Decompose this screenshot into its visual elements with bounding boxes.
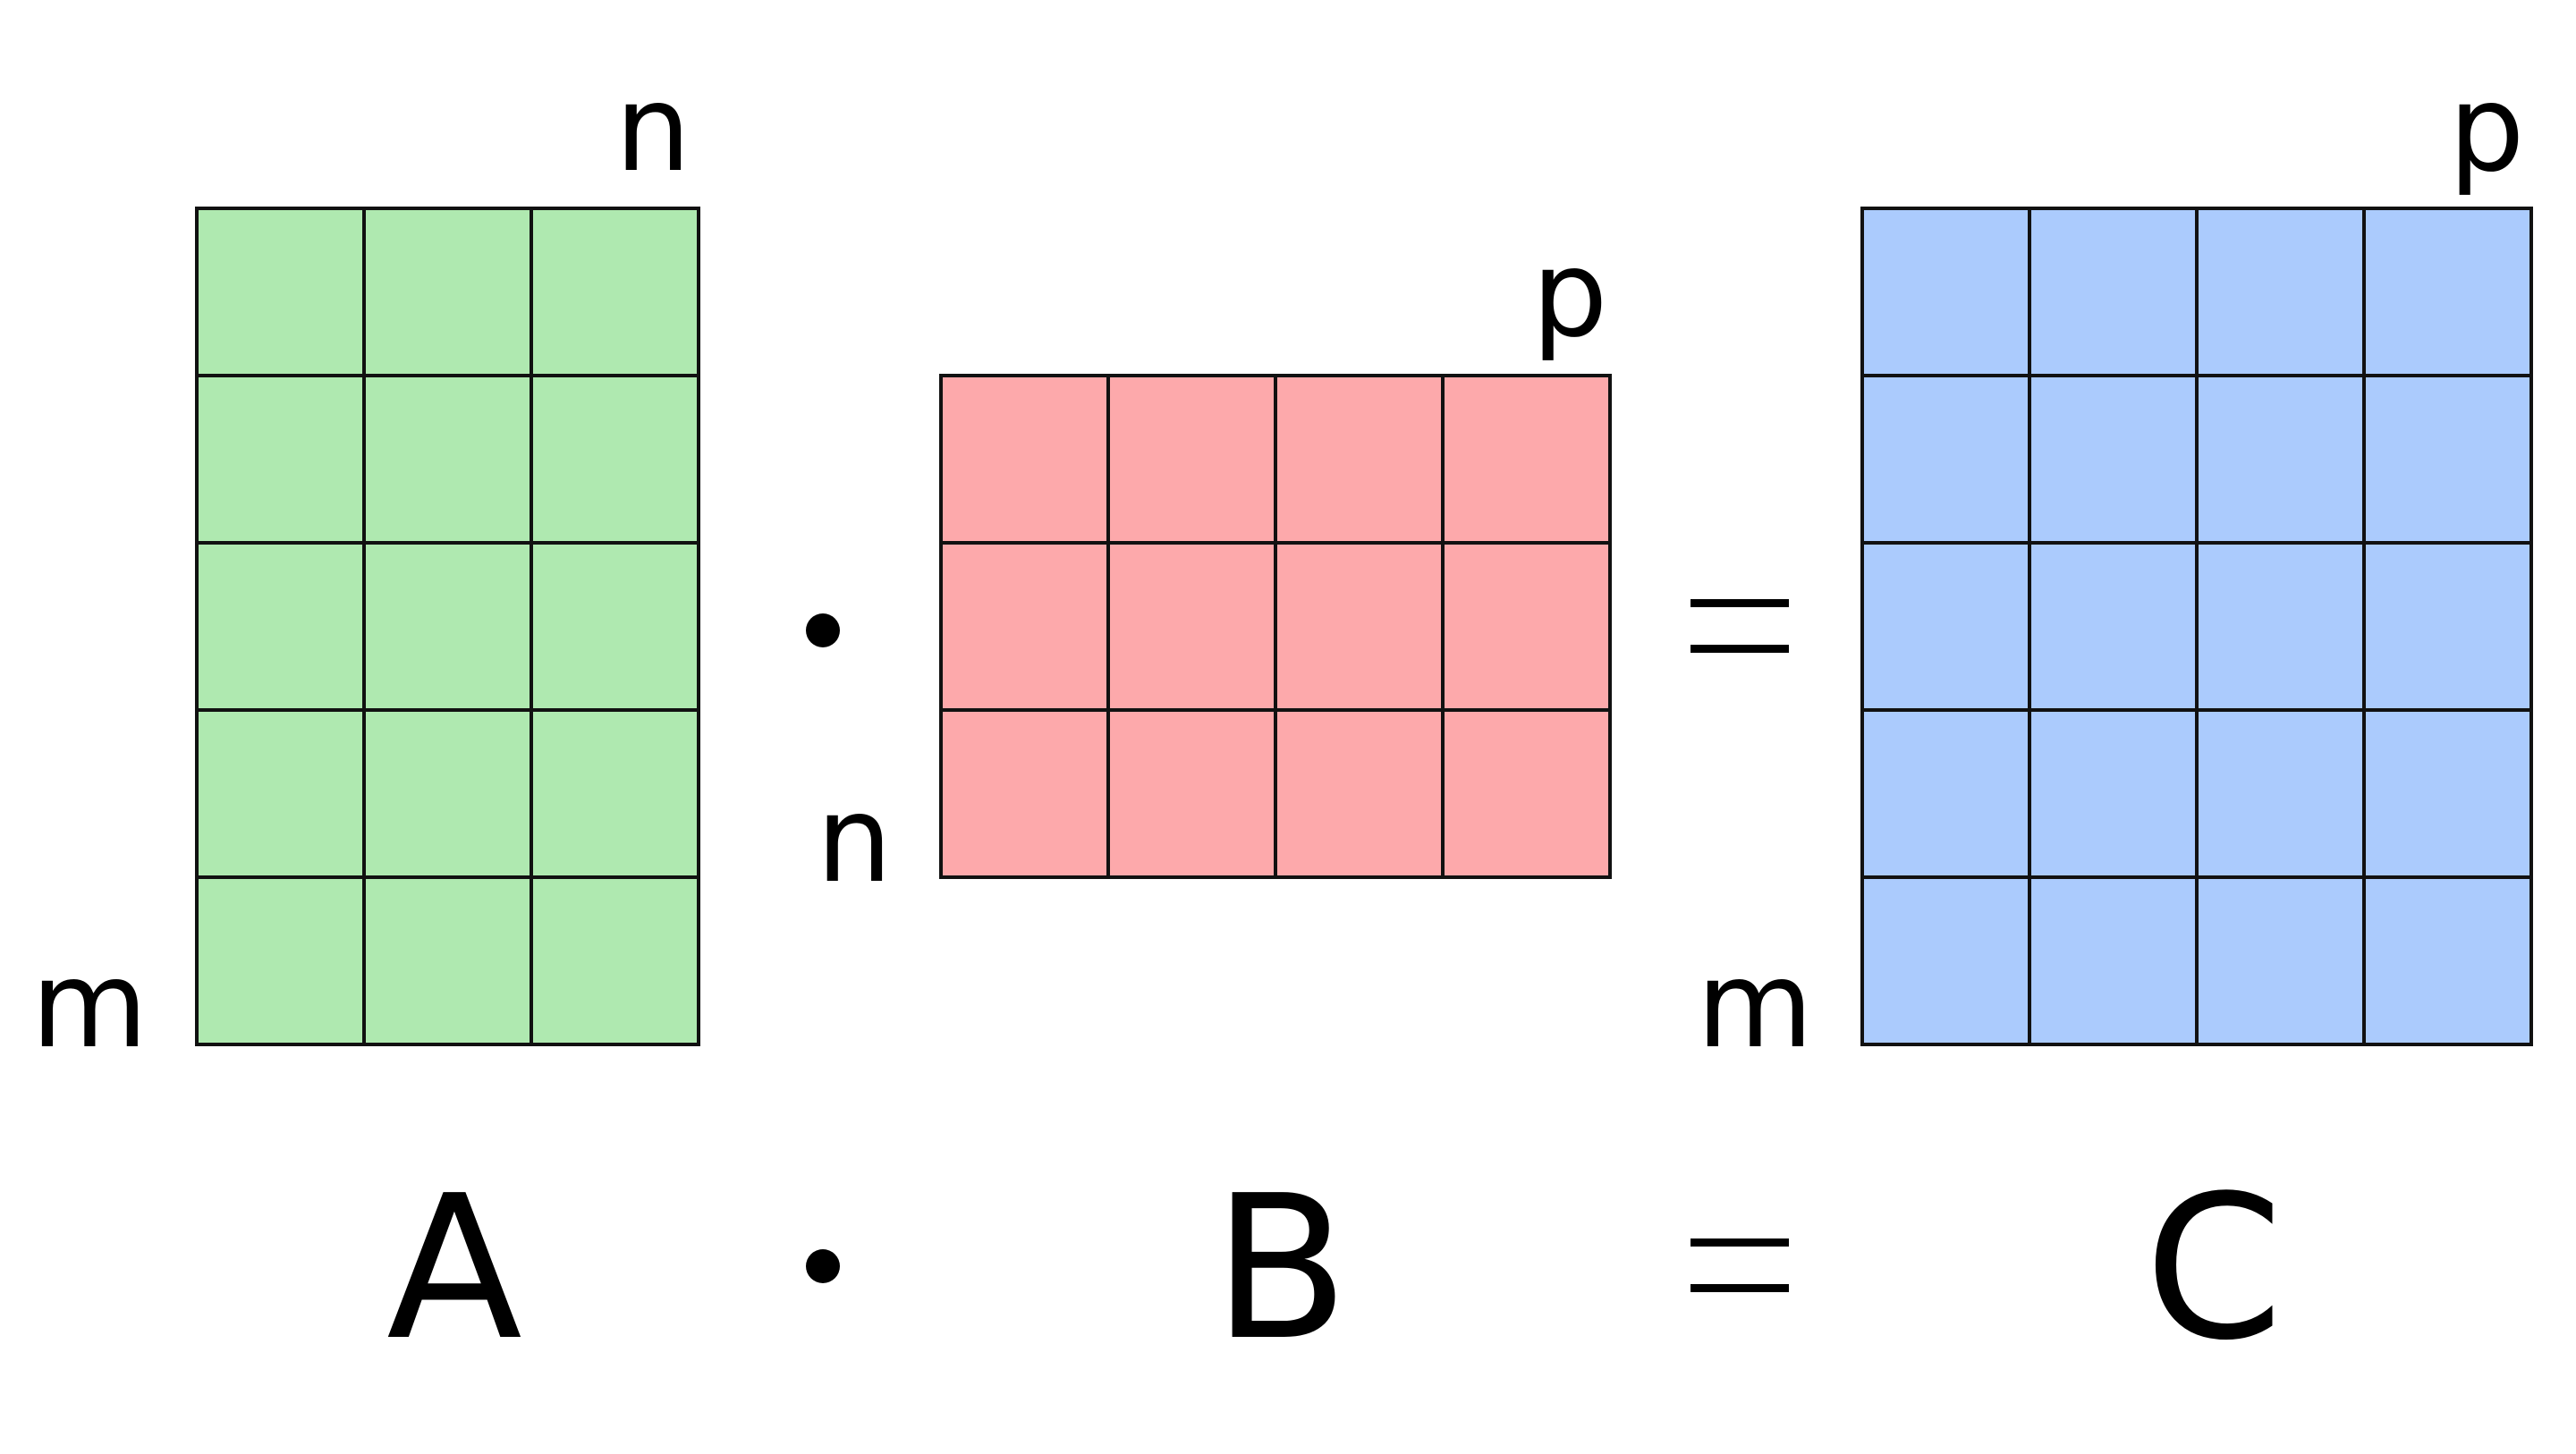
multiply-dot-icon — [806, 613, 840, 647]
matrix-a-cell — [195, 374, 366, 545]
matrix-a-cell — [362, 708, 533, 879]
matrix-a-cell — [530, 207, 700, 377]
matrix-b-col-dimension-label: p — [1531, 224, 1607, 364]
matrix-b-cell — [1274, 541, 1445, 712]
matrix-a-cell — [195, 875, 366, 1046]
matrix-a-cell — [530, 374, 700, 545]
matrix-c-name: C — [2144, 1154, 2283, 1384]
matrix-c-cell — [1860, 875, 2031, 1046]
matrix-a-cell — [195, 541, 366, 712]
matrix-c-cell — [2362, 541, 2533, 712]
matrix-b-cell — [939, 708, 1110, 879]
matrix-c-cell — [2362, 374, 2533, 545]
matrix-c-cell — [2362, 708, 2533, 879]
matrix-b-row-dimension-label: n — [817, 770, 893, 909]
matrix-b-cell — [1274, 374, 1445, 545]
matrix-c-cell — [1860, 708, 2031, 879]
equation-equals-sign-icon — [1690, 1238, 1789, 1292]
equation-multiply-dot-icon — [806, 1249, 840, 1283]
matrix-c-cell — [2028, 541, 2199, 712]
matrix-b-cell — [1274, 708, 1445, 879]
matrix-c-cell — [2195, 708, 2366, 879]
matrix-c-cell — [2362, 207, 2533, 377]
matrix-a-col-dimension-label: n — [615, 59, 691, 199]
matrix-a-cell — [362, 875, 533, 1046]
matrix-a-grid — [195, 207, 700, 1046]
matrix-c-cell — [1860, 374, 2031, 545]
matrix-b-grid — [939, 374, 1612, 879]
matrix-c-cell — [2195, 207, 2366, 377]
matrix-a-cell — [530, 541, 700, 712]
matrix-c-grid — [1860, 207, 2533, 1046]
matrix-a-cell — [530, 708, 700, 879]
matrix-b-cell — [1106, 374, 1277, 545]
matrix-c-cell — [2195, 875, 2366, 1046]
matrix-b-cell — [1441, 374, 1612, 545]
matrix-c-cell — [2362, 875, 2533, 1046]
matrix-c-row-dimension-label: m — [1697, 935, 1814, 1075]
matrix-c-cell — [2028, 374, 2199, 545]
matrix-b-cell — [1441, 541, 1612, 712]
matrix-c-cell — [1860, 207, 2031, 377]
matrix-c-cell — [2028, 875, 2199, 1046]
matrix-b-cell — [1441, 708, 1612, 879]
matrix-c-cell — [2028, 207, 2199, 377]
matrix-a-row-dimension-label: m — [31, 935, 148, 1075]
matrix-b-cell — [1106, 708, 1277, 879]
equals-sign-icon — [1690, 599, 1789, 653]
matrix-c-cell — [1860, 541, 2031, 712]
matrix-c-cell — [2195, 374, 2366, 545]
matrix-a-cell — [362, 207, 533, 377]
matrix-c-cell — [2195, 541, 2366, 712]
matrix-c-col-dimension-label: p — [2448, 59, 2524, 199]
matrix-a-cell — [362, 374, 533, 545]
matrix-a-cell — [195, 207, 366, 377]
matrix-a-cell — [362, 541, 533, 712]
matrix-c-cell — [2028, 708, 2199, 879]
matrix-b-cell — [1106, 541, 1277, 712]
matrix-a-name: A — [386, 1154, 522, 1384]
matrix-b-cell — [939, 374, 1110, 545]
matrix-a-cell — [530, 875, 700, 1046]
matrix-a-cell — [195, 708, 366, 879]
matrix-b-cell — [939, 541, 1110, 712]
matrix-b-name: B — [1213, 1154, 1349, 1384]
